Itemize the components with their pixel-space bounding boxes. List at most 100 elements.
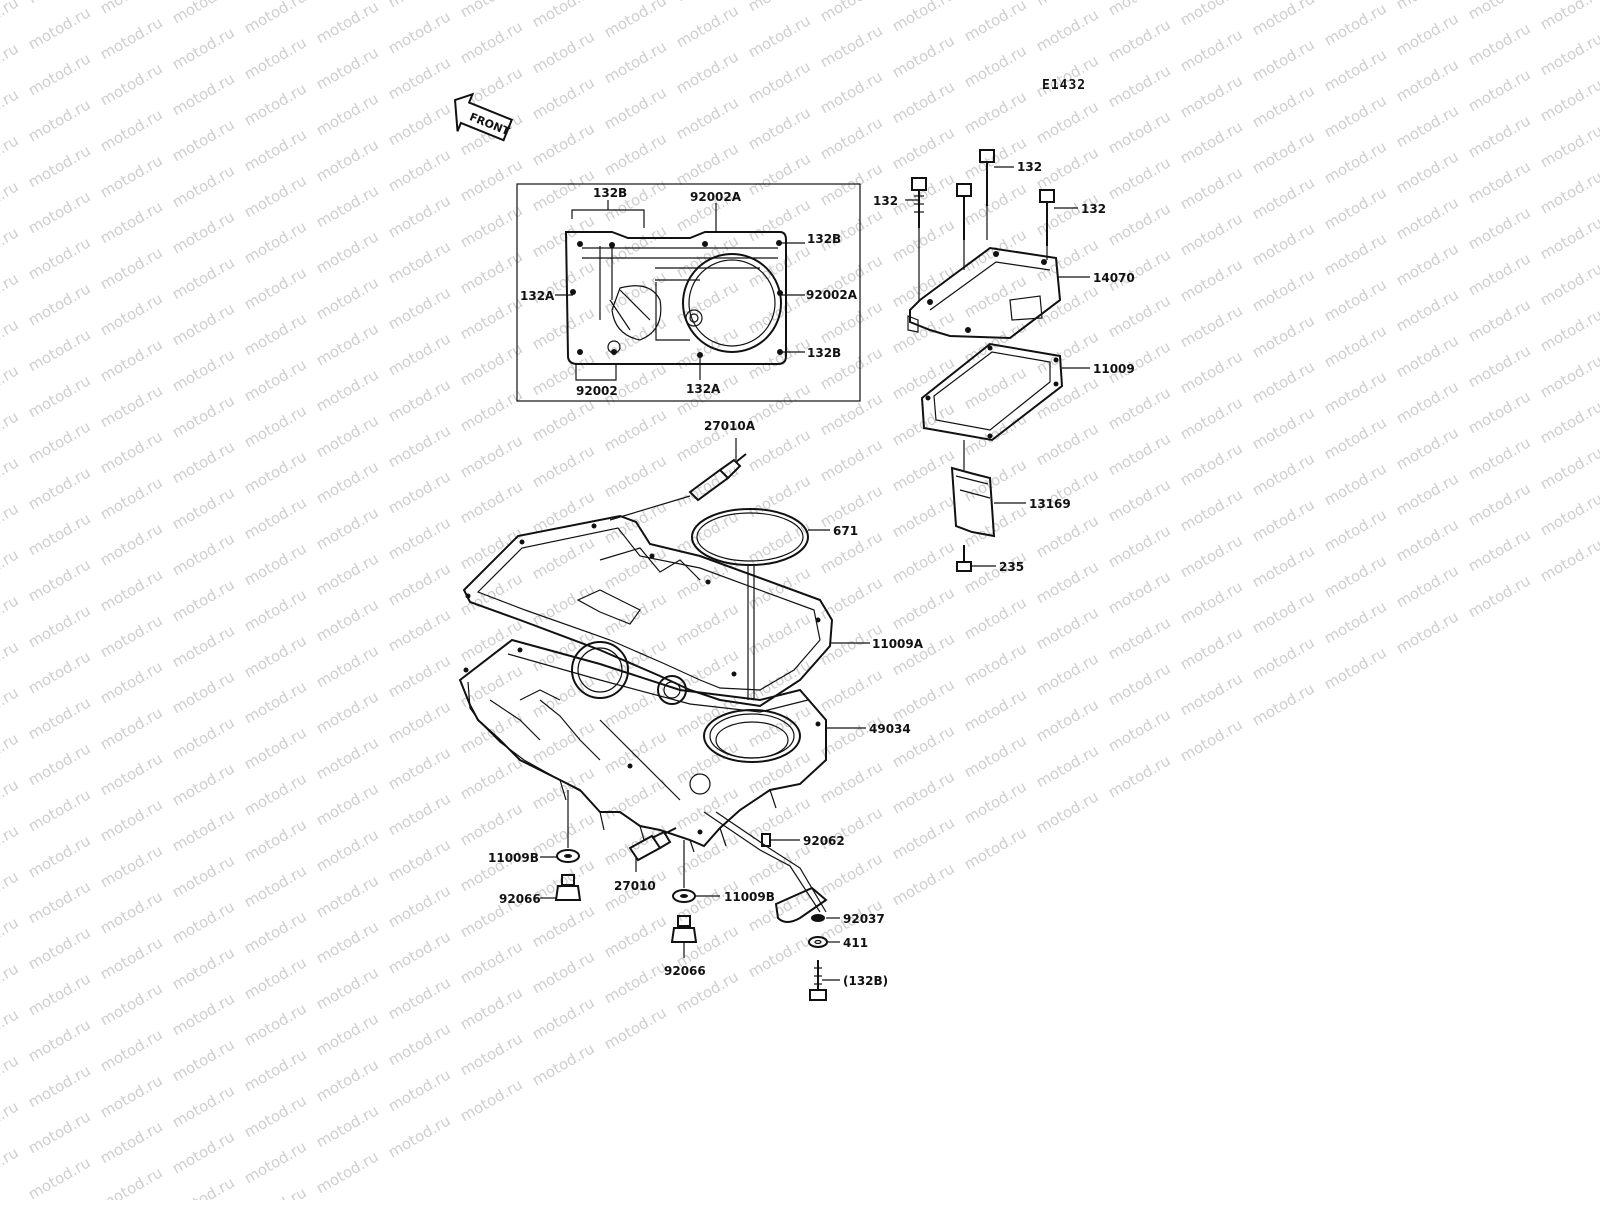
watermark-text: motod.ru — [169, 391, 238, 441]
watermark-text: motod.ru — [1177, 623, 1246, 673]
watermark-text: motod.ru — [97, 381, 166, 431]
watermark-text: motod.ru — [745, 609, 814, 659]
sensor-27010A — [609, 453, 747, 521]
watermark-text: motod.ru — [1177, 71, 1246, 121]
watermark-text: motod.ru — [241, 953, 310, 1003]
watermark-text: motod.ru — [241, 585, 310, 635]
watermark-text: motod.ru — [1393, 193, 1462, 243]
watermark-text: motod.ru — [97, 335, 166, 385]
watermark-text: motod.ru — [889, 583, 958, 633]
watermark-text: motod.ru — [169, 575, 238, 625]
watermark-text: motod.ru — [97, 59, 166, 109]
watermark-text: motod.ru — [601, 129, 670, 179]
watermark-text: motod.ru — [313, 641, 382, 691]
watermark-text: motod.ru — [1249, 541, 1318, 591]
watermark-text: motod.ru — [385, 835, 454, 885]
watermark-text: motod.ru — [0, 499, 22, 549]
watermark-text: motod.ru — [1321, 505, 1390, 555]
watermark-text: motod.ru — [1393, 55, 1462, 105]
oil-pan-assembly: 27010A 671 11009A 49034 — [458, 419, 924, 1001]
watermark-text: motod.ru — [385, 605, 454, 655]
watermark-text: motod.ru — [97, 703, 166, 753]
watermark-text: motod.ru — [745, 425, 814, 475]
watermark-text: motod.ru — [0, 1143, 22, 1193]
watermark-text: motod.ru — [25, 463, 94, 513]
label-92037: 92037 — [843, 912, 885, 926]
watermark-text: motod.ru — [97, 105, 166, 155]
watermark-text: motod.ru — [169, 759, 238, 809]
watermark-text: motod.ru — [529, 1039, 598, 1089]
watermark-text: motod.ru — [1249, 35, 1318, 85]
watermark-text: motod.ru — [313, 411, 382, 461]
watermark-text: motod.ru — [241, 999, 310, 1049]
watermark-text: motod.ru — [169, 1035, 238, 1085]
watermark-text: motod.ru — [241, 1045, 310, 1095]
watermark-text: motod.ru — [0, 867, 22, 917]
watermark-text: motod.ru — [1177, 485, 1246, 535]
label-92002A-right: 92002A — [806, 288, 858, 302]
label-235: 235 — [999, 560, 1024, 574]
watermark-text: motod.ru — [313, 503, 382, 553]
watermark-text: motod.ru — [0, 591, 22, 641]
watermark-text: motod.ru — [529, 487, 598, 537]
watermark-text: motod.ru — [1033, 511, 1102, 561]
watermark-text: motod.ru — [1033, 557, 1102, 607]
watermark-text: motod.ru — [601, 635, 670, 685]
watermark-text: motod.ru — [817, 757, 886, 807]
watermark-text: motod.ru — [313, 135, 382, 185]
watermark-text: motod.ru — [529, 763, 598, 813]
watermark-text: motod.ru — [529, 395, 598, 445]
watermark-text: motod.ru — [1465, 111, 1534, 161]
watermark-text: motod.ru — [673, 599, 742, 649]
watermark-text: motod.ru — [1249, 633, 1318, 683]
watermark-text: motod.ru — [1321, 413, 1390, 463]
watermark-text: motod.ru — [529, 303, 598, 353]
watermark-text: motod.ru — [961, 731, 1030, 781]
watermark-text: motod.ru — [889, 675, 958, 725]
watermark-text: motod.ru — [889, 445, 958, 495]
watermark-text: motod.ru — [313, 917, 382, 967]
watermark-text: motod.ru — [1537, 489, 1600, 539]
label-27010A: 27010A — [704, 419, 756, 433]
watermark-text: motod.ru — [0, 453, 22, 503]
watermark-text: motod.ru — [1105, 291, 1174, 341]
label-132B-paren: (132B) — [843, 974, 888, 988]
watermark-text: motod.ru — [1033, 649, 1102, 699]
watermark-text: motod.ru — [313, 549, 382, 599]
label-11009: 11009 — [1093, 362, 1135, 376]
label-132A-left: 132A — [520, 289, 555, 303]
watermark-text: motod.ru — [529, 947, 598, 997]
watermark-text: motod.ru — [457, 293, 526, 343]
label-132-mid: 132 — [1017, 160, 1042, 174]
watermark-text: motod.ru — [1465, 203, 1534, 253]
watermark-text: motod.ru — [1249, 495, 1318, 545]
watermark-text: motod.ru — [817, 665, 886, 715]
watermark-text: motod.ru — [1393, 9, 1462, 59]
bolt-132-mid-left — [956, 183, 972, 270]
watermark-text: motod.ru — [889, 0, 958, 35]
watermark-text: motod.ru — [961, 823, 1030, 873]
switch-27010 — [628, 827, 677, 862]
watermark-text: motod.ru — [313, 1147, 382, 1197]
inset-bottom-view: 132B 92002A 132B 132A 92002A 132B 92002 … — [516, 183, 861, 402]
watermark-text: motod.ru — [1465, 479, 1534, 529]
watermark-text: motod.ru — [385, 973, 454, 1023]
watermark-text: motod.ru — [817, 67, 886, 117]
watermark-text: motod.ru — [1105, 199, 1174, 249]
watermark-text: motod.ru — [529, 671, 598, 721]
watermark-text: motod.ru — [817, 21, 886, 71]
watermark-text: motod.ru — [241, 631, 310, 681]
watermark-text: motod.ru — [817, 205, 886, 255]
washer-11009B-left — [556, 849, 580, 863]
watermark-text: motod.ru — [529, 625, 598, 675]
watermark-text: motod.ru — [385, 927, 454, 977]
watermark-text: motod.ru — [889, 77, 958, 127]
watermark-text: motod.ru — [169, 115, 238, 165]
watermark-text: motod.ru — [97, 1025, 166, 1075]
watermark-text: motod.ru — [313, 227, 382, 277]
watermark-text: motod.ru — [1321, 459, 1390, 509]
watermark-text: motod.ru — [1177, 715, 1246, 765]
watermark-text: motod.ru — [313, 1101, 382, 1151]
watermark-text: motod.ru — [241, 263, 310, 313]
